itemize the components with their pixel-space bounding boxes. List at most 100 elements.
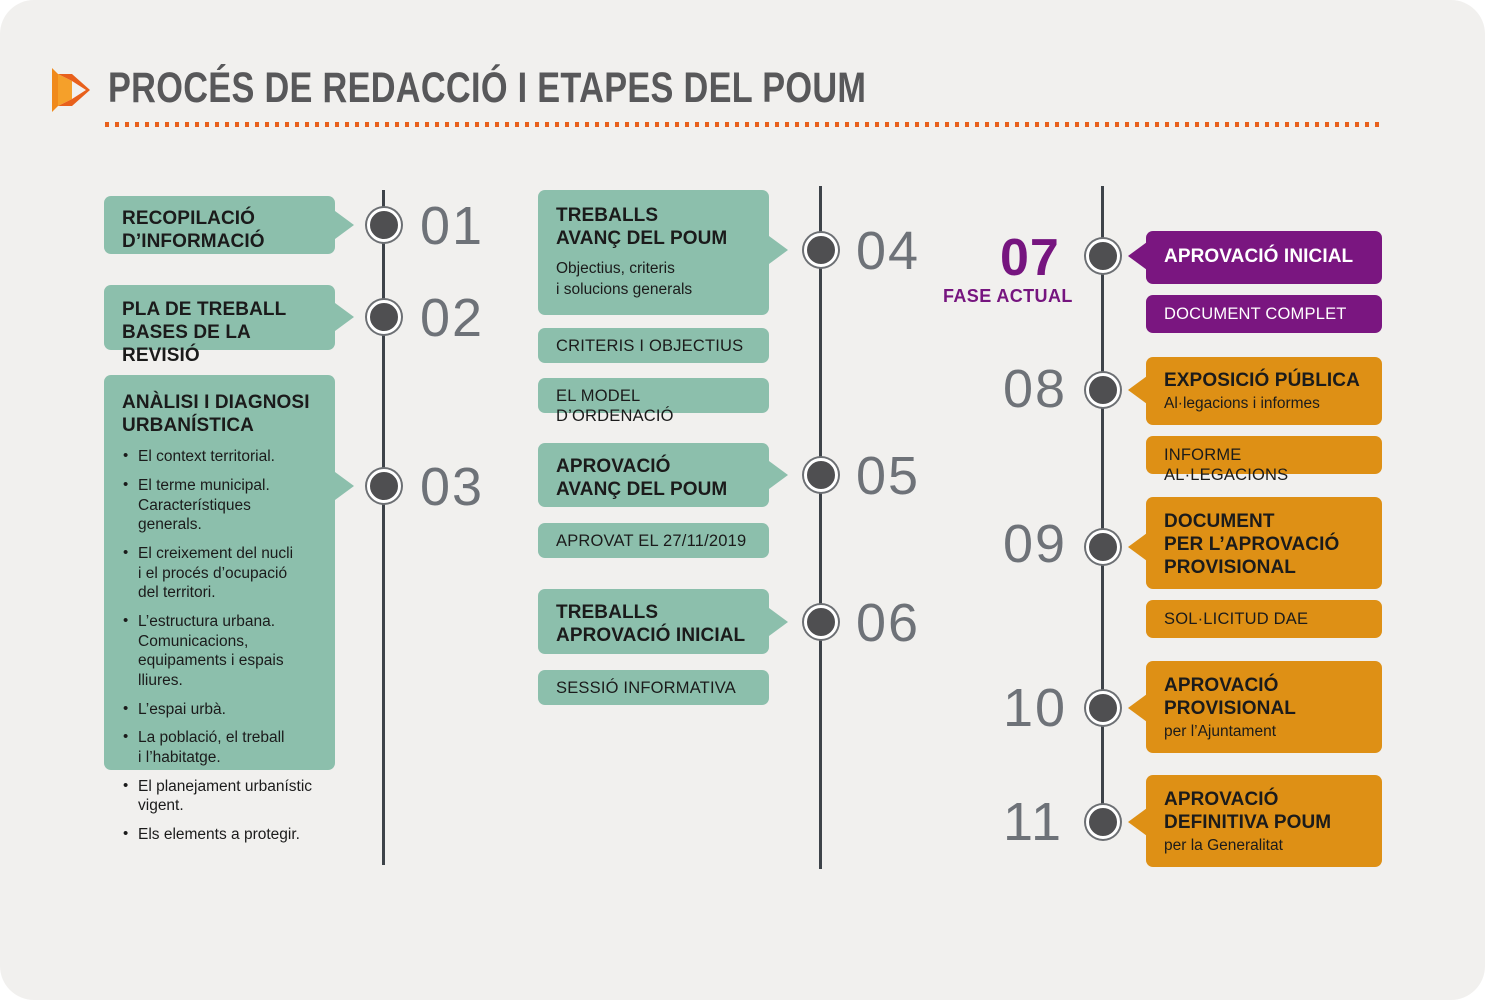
list-item: El context territorial. bbox=[122, 446, 317, 467]
list-item: El terme municipal. Característiques gen… bbox=[122, 475, 317, 535]
card-step-02[interactable]: PLA DE TREBALL BASES DE LA REVISIÓ bbox=[104, 285, 335, 366]
timeline-node-03[interactable] bbox=[367, 469, 401, 503]
card-title-line-2: AVANÇ DEL POUM bbox=[556, 479, 728, 501]
pointer-step-11 bbox=[1128, 808, 1147, 836]
card-title-line-2: PROVISIONAL bbox=[1164, 698, 1297, 720]
step-number-03: 03 bbox=[420, 457, 485, 517]
card-title-line-2: APROVACIÓ INICIAL bbox=[556, 625, 746, 647]
card-label: SESSIÓ INFORMATIVA bbox=[556, 679, 736, 697]
timeline-node-06[interactable] bbox=[804, 605, 838, 639]
step-number-06: 06 bbox=[856, 593, 921, 653]
card-step-07[interactable]: APROVACIÓ INICIAL bbox=[1146, 231, 1382, 284]
card-step-06[interactable]: TREBALLS APROVACIÓ INICIAL bbox=[538, 589, 769, 654]
card-sub-model-ordenacio[interactable]: EL MODEL D’ORDENACIÓ bbox=[538, 378, 769, 425]
pointer-step-04 bbox=[769, 236, 788, 264]
card-title-line-2: D’INFORMACIÓ bbox=[122, 231, 265, 253]
timeline-node-11[interactable] bbox=[1086, 805, 1120, 839]
card-subtitle-line-1: Al·legacions i informes bbox=[1164, 395, 1320, 413]
pointer-step-10 bbox=[1128, 694, 1147, 722]
card-title-line-1: TREBALLS bbox=[556, 205, 659, 226]
card-title-line-2: AVANÇ DEL POUM bbox=[556, 228, 728, 250]
header-divider bbox=[105, 122, 1383, 127]
step-number-05: 05 bbox=[856, 446, 921, 506]
timeline-node-02[interactable] bbox=[367, 300, 401, 334]
step-number-08: 08 bbox=[1003, 359, 1068, 419]
card-step-04[interactable]: TREBALLS AVANÇ DEL POUM Objectius, crite… bbox=[538, 190, 769, 315]
bullet-list: El context territorial. El terme municip… bbox=[122, 446, 317, 845]
step-number-02: 02 bbox=[420, 288, 485, 348]
card-title-line-2: URBANÍSTICA bbox=[122, 415, 254, 437]
card-sub-aprovat-data[interactable]: APROVAT EL 27/11/2019 bbox=[538, 523, 769, 558]
step-number-11: 11 bbox=[1003, 792, 1064, 852]
timeline-node-04[interactable] bbox=[804, 233, 838, 267]
card-label: DOCUMENT COMPLET bbox=[1164, 305, 1347, 323]
card-title-line-1: APROVACIÓ bbox=[1164, 675, 1279, 696]
card-subtitle-line-1: per la Generalitat bbox=[1164, 837, 1283, 855]
card-title-line-3: PROVISIONAL bbox=[1164, 557, 1297, 579]
card-title-line-1: APROVACIÓ bbox=[556, 456, 671, 477]
step-number-04: 04 bbox=[856, 221, 921, 281]
card-step-01[interactable]: RECOPILACIÓ D’INFORMACIÓ bbox=[104, 196, 335, 254]
card-sub-sollicitud-dae[interactable]: SOL·LICITUD DAE bbox=[1146, 600, 1382, 638]
pointer-step-01 bbox=[335, 211, 354, 239]
list-item: L’estructura urbana. Comunicacions, equi… bbox=[122, 611, 317, 691]
card-label: EL MODEL D’ORDENACIÓ bbox=[556, 387, 674, 426]
card-step-11[interactable]: APROVACIÓ DEFINITIVA POUM per la General… bbox=[1146, 775, 1382, 867]
card-step-08[interactable]: EXPOSICIÓ PÚBLICA Al·legacions i informe… bbox=[1146, 357, 1382, 425]
list-item: El planejament urbanístic vigent. bbox=[122, 776, 317, 816]
timeline-node-10[interactable] bbox=[1086, 691, 1120, 725]
card-title-line-2: PER L’APROVACIÓ bbox=[1164, 534, 1340, 556]
step-number-09: 09 bbox=[1003, 514, 1068, 574]
card-title-line-1: PLA DE TREBALL bbox=[122, 299, 287, 320]
timeline-node-08[interactable] bbox=[1086, 373, 1120, 407]
card-title-line-1: TREBALLS bbox=[556, 602, 659, 623]
card-title-line-1: EXPOSICIÓ PÚBLICA bbox=[1164, 370, 1360, 391]
card-sub-sessio-informativa[interactable]: SESSIÓ INFORMATIVA bbox=[538, 670, 769, 705]
card-label: CRITERIS I OBJECTIUS bbox=[556, 337, 744, 355]
card-step-03[interactable]: ANÀLISI I DIAGNOSI URBANÍSTICA El contex… bbox=[104, 375, 335, 843]
list-item: L’espai urbà. bbox=[122, 699, 317, 720]
timeline-node-09[interactable] bbox=[1086, 530, 1120, 564]
card-title-line-1: DOCUMENT bbox=[1164, 511, 1275, 532]
card-title-line-1: ANÀLISI I DIAGNOSI bbox=[122, 392, 310, 413]
timeline-node-01[interactable] bbox=[367, 208, 401, 242]
timeline-line-2 bbox=[819, 186, 822, 869]
pointer-step-05 bbox=[769, 461, 788, 489]
card-label: SOL·LICITUD DAE bbox=[1164, 610, 1309, 628]
step-number-10: 10 bbox=[1003, 678, 1068, 738]
card-sub-document-complet[interactable]: DOCUMENT COMPLET bbox=[1146, 295, 1382, 333]
card-sub-informe-allegacions[interactable]: INFORME AL·LEGACIONS bbox=[1146, 436, 1382, 484]
timeline-node-07[interactable] bbox=[1086, 239, 1120, 273]
list-item: El creixement del nucli i el procés d’oc… bbox=[122, 543, 317, 603]
card-title-line-2: DEFINITIVA POUM bbox=[1164, 812, 1332, 834]
card-step-05[interactable]: APROVACIÓ AVANÇ DEL POUM bbox=[538, 443, 769, 507]
step-number-07: 07 bbox=[1000, 229, 1060, 287]
list-item: Els elements a protegir. bbox=[122, 824, 317, 845]
card-label: INFORME AL·LEGACIONS bbox=[1164, 446, 1289, 485]
card-title-line-1: APROVACIÓ bbox=[1164, 789, 1279, 810]
card-step-09[interactable]: DOCUMENT PER L’APROVACIÓ PROVISIONAL bbox=[1146, 497, 1382, 589]
card-label: APROVAT EL 27/11/2019 bbox=[556, 532, 747, 550]
card-title-line-2: BASES DE LA REVISIÓ bbox=[122, 322, 251, 367]
timeline-line-1 bbox=[382, 190, 385, 865]
step-number-01: 01 bbox=[420, 196, 485, 256]
header: PROCÉS DE REDACCIÓ I ETAPES DEL POUM bbox=[52, 60, 1383, 135]
timeline-line-3 bbox=[1101, 186, 1104, 826]
card-title-line-1: RECOPILACIÓ bbox=[122, 208, 256, 229]
list-item: La població, el treball i l’habitatge. bbox=[122, 727, 317, 767]
pointer-step-02 bbox=[335, 303, 354, 331]
card-step-10[interactable]: APROVACIÓ PROVISIONAL per l’Ajuntament bbox=[1146, 661, 1382, 753]
pointer-step-09 bbox=[1128, 533, 1147, 561]
pointer-step-03 bbox=[335, 472, 354, 500]
card-subtitle-line-1: per l’Ajuntament bbox=[1164, 723, 1277, 741]
pointer-step-07 bbox=[1128, 242, 1147, 270]
card-subtitle-line-2: i solucions generals bbox=[556, 281, 693, 299]
pointer-step-06 bbox=[769, 608, 788, 636]
page-title: PROCÉS DE REDACCIÓ I ETAPES DEL POUM bbox=[108, 64, 867, 112]
timeline-node-05[interactable] bbox=[804, 458, 838, 492]
status-badge-fase-actual: FASE ACTUAL bbox=[943, 286, 1073, 306]
orange-play-triangle-icon bbox=[52, 68, 90, 112]
card-sub-criteris-objectius[interactable]: CRITERIS I OBJECTIUS bbox=[538, 328, 769, 363]
pointer-step-08 bbox=[1128, 376, 1147, 404]
